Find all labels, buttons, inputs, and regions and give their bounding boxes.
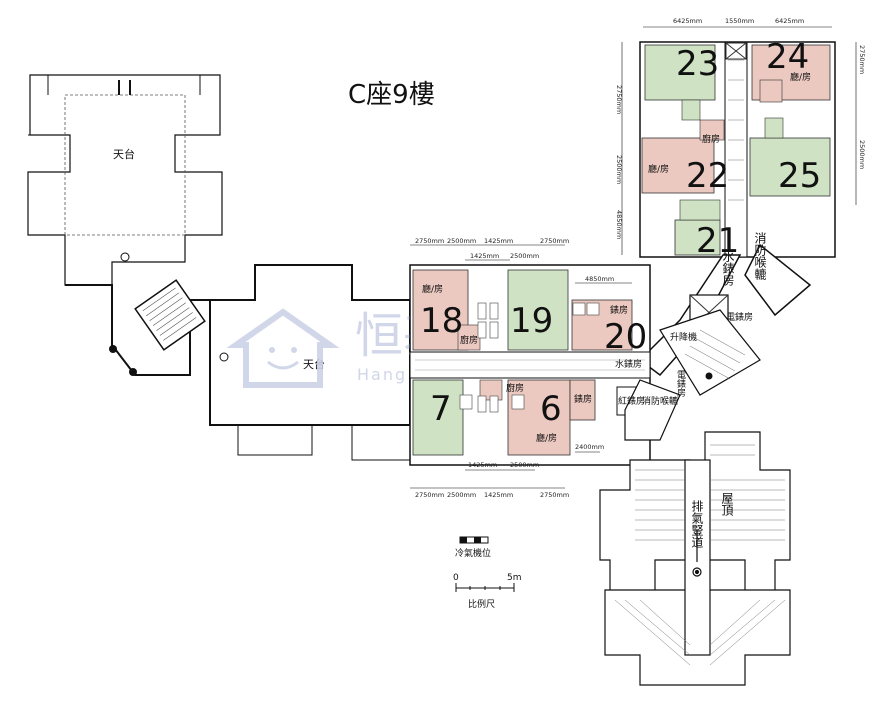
- dim-2750-tr: 2750mm: [858, 45, 866, 74]
- unit-22-hall-label: 廳/房: [648, 163, 669, 175]
- unit-25-area: [749, 137, 831, 197]
- elec-meter-label-lower: 電錶房: [675, 370, 686, 398]
- unit-6-number: 6: [540, 389, 562, 429]
- fire-hose-label-lower: 消防喉轆: [642, 395, 678, 407]
- unit-23-area: [644, 44, 716, 101]
- unit-19-number: 19: [510, 301, 553, 341]
- lift-label: 升降機: [670, 331, 697, 343]
- dim-2500-mid-b: 2500mm: [447, 491, 476, 499]
- ac-legend: [459, 536, 489, 544]
- dim-2500-tl: 2500mm: [615, 155, 623, 184]
- dim-4850-mid: 4850mm: [585, 275, 614, 283]
- unit-24-number: 24: [766, 37, 809, 77]
- unit-24-area: [751, 44, 831, 101]
- unit-20-number: 20: [604, 317, 647, 357]
- unit-18-number: 18: [420, 301, 463, 341]
- roof-right-label: 屋頂: [720, 492, 734, 517]
- dim-2750-mid-br: 2750mm: [540, 491, 569, 499]
- unit-19-area: [507, 269, 569, 351]
- unit-6-area: [507, 379, 571, 456]
- floor-title: C座9樓: [348, 80, 435, 110]
- dim-1425-mid-t2: 1425mm: [470, 252, 499, 260]
- unit-6-hall-label: 廳/房: [536, 432, 557, 444]
- center-terrace: [209, 264, 411, 461]
- dim-2500-mid-b2: 2500mm: [510, 461, 539, 469]
- dim-2500-mid-t: 2500mm: [447, 237, 476, 245]
- dim-1550: 1550mm: [725, 17, 754, 25]
- elec-meter-label-upper: 電錶房: [726, 311, 753, 323]
- exhaust-shaft-label: 排氣豎道: [690, 500, 704, 548]
- scale-label: 比例尺: [468, 598, 495, 610]
- unit-24-hall-label: 廳/房: [790, 71, 811, 83]
- dim-2500-tr: 2500mm: [858, 140, 866, 169]
- dim-2500-mid-t2: 2500mm: [510, 252, 539, 260]
- unit-25-number: 25: [778, 156, 821, 196]
- unit-20-meter-label: 錶房: [610, 304, 628, 316]
- unit-7-area: [412, 379, 464, 456]
- dim-2750-tl: 2750mm: [615, 85, 623, 114]
- dim-4850-left: 4850mm: [615, 210, 623, 239]
- unit-22-area: [641, 137, 715, 194]
- scale-five: 5m: [507, 573, 522, 583]
- unit-22-kitchen-label: 廚房: [702, 133, 720, 145]
- dim-1425-mid-t: 1425mm: [484, 237, 513, 245]
- dim-2400-mid: 2400mm: [575, 443, 604, 451]
- dim-2750-mid-tl: 2750mm: [415, 237, 444, 245]
- water-meter-label-mid: 水錶房: [615, 358, 642, 370]
- middle-block: [409, 244, 651, 489]
- top-right-block: [621, 26, 857, 258]
- ac-legend-label: 冷氣機位: [455, 547, 491, 559]
- lower-right-roof: [599, 431, 791, 686]
- lower-service: [616, 379, 681, 441]
- scale-zero: 0: [453, 573, 459, 583]
- unit-6-kitchen-label: 廚房: [506, 382, 524, 394]
- dim-6425-right: 6425mm: [775, 17, 804, 25]
- left-stair: [134, 279, 206, 351]
- roof-terrace-left-label: 天台: [113, 147, 135, 161]
- dim-1425-mid-b2: 1425mm: [468, 461, 497, 469]
- dim-2750-mid-bl: 2750mm: [415, 491, 444, 499]
- unit-18-kitchen-label: 廚房: [460, 334, 478, 346]
- unit-21-area: [674, 219, 721, 256]
- left-terrace-outline: [27, 74, 225, 376]
- scale-bar: [455, 583, 515, 592]
- dim-1425-mid-b: 1425mm: [484, 491, 513, 499]
- left-terrace-inner: [64, 94, 186, 236]
- unit-6-meter-label: 錶房: [574, 393, 592, 405]
- dim-2750-mid-tr: 2750mm: [540, 237, 569, 245]
- unit-18-hall-label: 廳/房: [422, 283, 443, 295]
- dim-6425-left: 6425mm: [673, 17, 702, 25]
- lift-core: [659, 294, 761, 396]
- unit-22-number: 22: [686, 156, 729, 196]
- unit-7-number: 7: [430, 389, 452, 429]
- fire-hose-label-upper: 消防喉轆: [753, 232, 767, 281]
- water-meter-label-upper: 水錶房: [721, 250, 735, 286]
- red-meter-label: 紅錶房: [618, 395, 645, 407]
- unit-23-number: 23: [676, 44, 719, 84]
